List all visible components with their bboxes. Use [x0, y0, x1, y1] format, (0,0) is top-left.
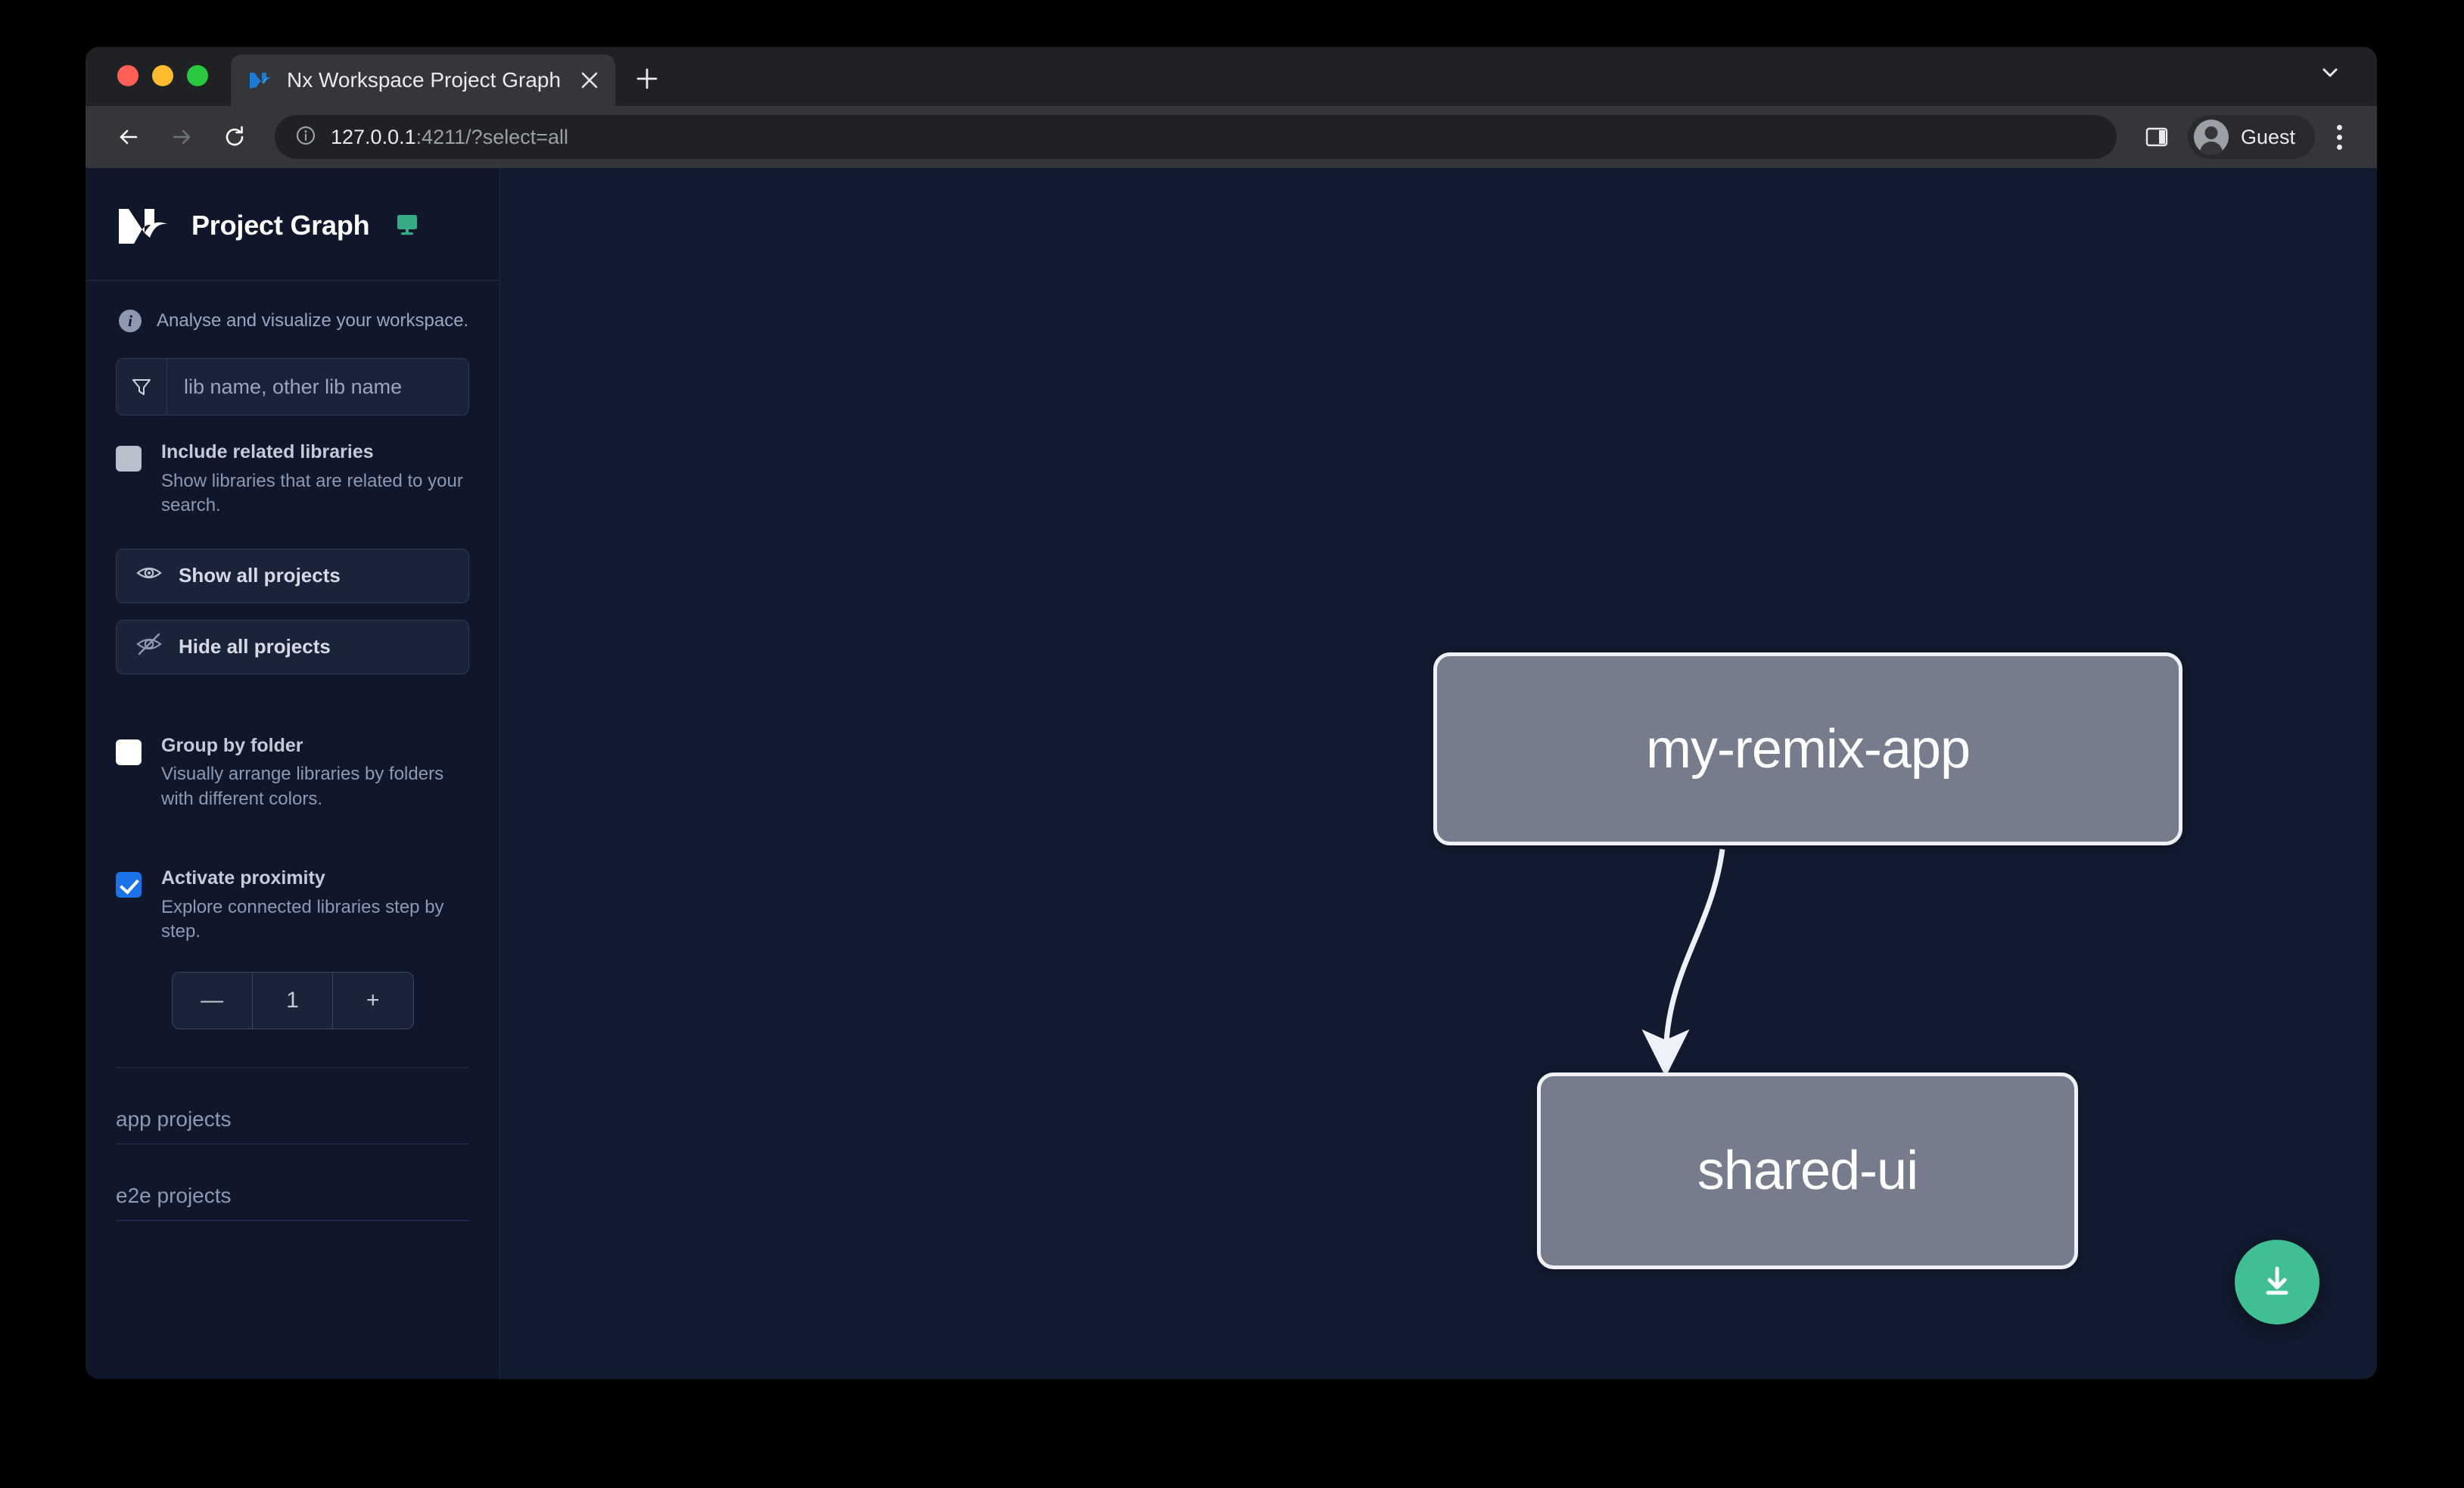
- project-visibility-buttons: Show all projects Hide all projects: [116, 548, 469, 674]
- group-header-e2e-projects[interactable]: e2e projects: [116, 1144, 469, 1221]
- edge-my-remix-app-to-shared-ui: [1641, 848, 1725, 1077]
- nx-logo-icon: [116, 204, 172, 247]
- monitor-icon[interactable]: [394, 210, 421, 241]
- sidebar-header: Project Graph: [86, 168, 499, 281]
- reload-button[interactable]: [211, 114, 258, 160]
- option-label: Activate proximity: [161, 867, 325, 889]
- sidebar-divider: [116, 1066, 469, 1068]
- checkbox-include-related-libraries[interactable]: [116, 446, 142, 472]
- profile-name: Guest: [2240, 125, 2295, 148]
- hide-all-projects-button[interactable]: Hide all projects: [116, 619, 469, 674]
- graph-options: Group by folder Visually arrange librari…: [116, 709, 469, 945]
- back-button[interactable]: [105, 114, 152, 160]
- download-graph-button[interactable]: [2235, 1240, 2319, 1325]
- stepper-decrement-button[interactable]: —: [201, 987, 224, 1013]
- tab-title: Nx Workspace Project Graph: [287, 68, 562, 92]
- url-text: 127.0.0.1:4211/?select=all: [331, 126, 568, 149]
- chevron-down-icon[interactable]: [2313, 56, 2347, 89]
- option-label: Include related libraries: [161, 441, 374, 462]
- browser-window: Nx Workspace Project Graph: [86, 47, 2377, 1379]
- eye-off-icon: [136, 631, 162, 662]
- option-label: Group by folder: [161, 734, 303, 756]
- option-description: Visually arrange libraries by folders wi…: [161, 764, 444, 809]
- option-activate-proximity[interactable]: Activate proximity Explore connected lib…: [116, 867, 469, 945]
- person-avatar-icon: [2193, 120, 2229, 154]
- address-bar[interactable]: 127.0.0.1:4211/?select=all: [275, 115, 2117, 159]
- forward-button[interactable]: [158, 114, 205, 160]
- button-label: Show all projects: [179, 564, 341, 587]
- minimize-window-button[interactable]: [152, 65, 173, 86]
- option-description: Explore connected libraries step by step…: [161, 896, 444, 942]
- group-header-app-projects[interactable]: app projects: [116, 1068, 469, 1144]
- profile-chip[interactable]: Guest: [2187, 115, 2315, 159]
- page-title: Project Graph: [191, 210, 370, 241]
- side-panel-icon[interactable]: [2136, 117, 2177, 157]
- sidebar: Project Graph i Analyse and visualize yo…: [86, 168, 522, 1379]
- url-path: :4211/?select=all: [415, 125, 569, 148]
- sidebar-controls: Include related libraries Show libraries…: [86, 358, 499, 1068]
- show-all-projects-button[interactable]: Show all projects: [116, 548, 469, 603]
- three-dots-menu-icon[interactable]: [2321, 124, 2357, 150]
- search-input[interactable]: [167, 359, 468, 415]
- checkbox-activate-proximity[interactable]: [116, 872, 142, 898]
- browser-toolbar: 127.0.0.1:4211/?select=all Guest: [86, 106, 2377, 168]
- download-icon: [2257, 1261, 2297, 1304]
- close-icon[interactable]: [574, 65, 605, 95]
- browser-tab[interactable]: Nx Workspace Project Graph: [231, 54, 616, 106]
- url-host: 127.0.0.1: [331, 125, 416, 148]
- option-group-by-folder[interactable]: Group by folder Visually arrange librari…: [116, 735, 469, 812]
- close-window-button[interactable]: [117, 65, 138, 86]
- filter-box[interactable]: [116, 358, 469, 416]
- window-traffic-lights: [104, 65, 231, 106]
- info-circle-icon[interactable]: [294, 124, 317, 151]
- stepper-value: 1: [251, 972, 332, 1029]
- checkbox-group-by-folder[interactable]: [116, 739, 142, 765]
- option-description: Show libraries that are related to your …: [161, 470, 463, 516]
- proximity-stepper: — 1 +: [171, 971, 414, 1029]
- new-tab-button[interactable]: [624, 56, 670, 101]
- info-icon: i: [119, 310, 142, 332]
- sidebar-subtitle-row: i Analyse and visualize your workspace.: [86, 281, 499, 358]
- tab-strip: Nx Workspace Project Graph: [86, 47, 2377, 106]
- graph-node-shared-ui[interactable]: shared-ui: [1537, 1072, 2078, 1269]
- nx-logo-icon: [247, 67, 273, 93]
- filter-funnel-icon: [117, 359, 167, 415]
- stepper-increment-button[interactable]: +: [332, 972, 412, 1029]
- project-groups: app projects e2e projects: [86, 1068, 499, 1221]
- button-label: Hide all projects: [179, 635, 331, 658]
- graph-node-my-remix-app[interactable]: my-remix-app: [1433, 652, 2182, 845]
- project-graph-canvas[interactable]: my-remix-app shared-ui: [500, 168, 2377, 1379]
- maximize-window-button[interactable]: [187, 65, 208, 86]
- app-container: Project Graph i Analyse and visualize yo…: [86, 168, 2377, 1379]
- sidebar-subtitle: Analyse and visualize your workspace.: [157, 310, 469, 331]
- eye-icon: [136, 560, 162, 591]
- option-include-related-libraries[interactable]: Include related libraries Show libraries…: [116, 441, 469, 518]
